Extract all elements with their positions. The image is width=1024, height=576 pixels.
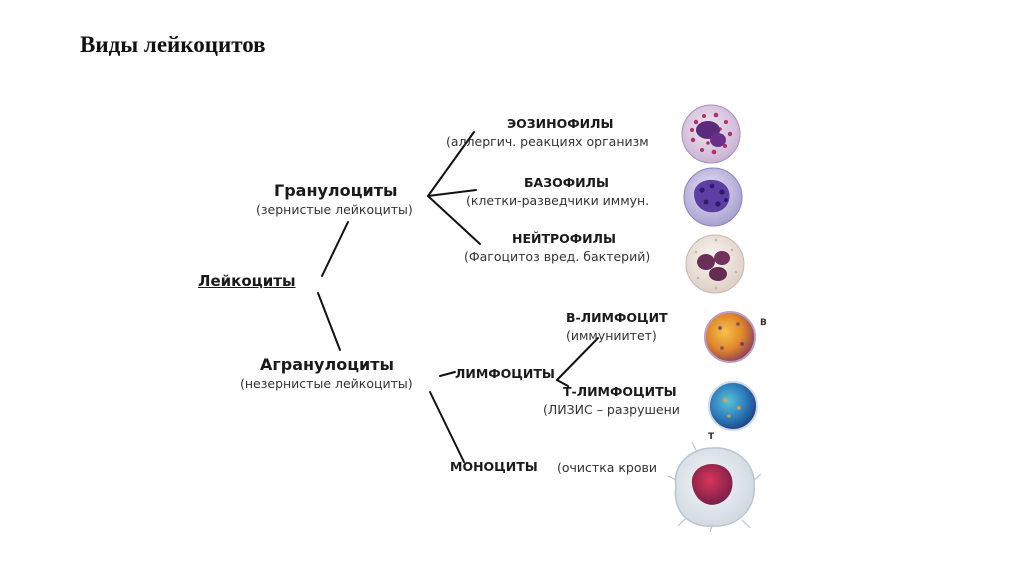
line-root-agranulocytes <box>317 292 341 351</box>
neutrophil-cell-image <box>685 234 745 294</box>
agranulocytes-label: Агранулоциты <box>260 355 394 374</box>
neutrophils-label: НЕЙТРОФИЛЫ <box>512 231 616 246</box>
b-lymphocyte-tag: В <box>760 318 767 328</box>
t-lymphocytes-label: Т-ЛИМФОЦИТЫ <box>563 384 677 399</box>
t-lymphocyte-cell-image <box>708 381 758 431</box>
basophils-label: БАЗОФИЛЫ <box>524 175 609 190</box>
granulocytes-label: Гранулоциты <box>274 181 398 200</box>
line-lymph-b <box>556 337 599 381</box>
granulocytes-note: (зернистые лейкоциты) <box>256 202 413 217</box>
lymphocytes-label: ЛИМФОЦИТЫ <box>455 366 555 381</box>
line-agran-lymphocytes <box>439 371 456 377</box>
root-label: Лейкоциты <box>198 272 296 290</box>
t-lymphocyte-tag: Т <box>708 432 715 442</box>
basophil-cell-image <box>683 167 743 227</box>
monocyte-cell-image <box>667 441 762 532</box>
t-lymphocytes-note: (ЛИЗИС – разрушени <box>543 402 680 417</box>
line-gran-basophils <box>427 189 477 197</box>
line-root-granulocytes <box>321 221 349 277</box>
agranulocytes-note: (незернистые лейкоциты) <box>240 376 413 391</box>
b-lymphocytes-label: В-ЛИМФОЦИТ <box>566 310 668 325</box>
monocytes-label: МОНОЦИТЫ <box>450 459 538 474</box>
page-title: Виды лейкоцитов <box>80 32 266 57</box>
line-gran-neutrophils <box>427 195 481 245</box>
b-lymphocyte-cell-image <box>704 311 756 363</box>
eosinophils-note: (аллергич. реакциях организм <box>446 134 649 149</box>
b-lymphocytes-note: (иммуниитет) <box>566 328 657 343</box>
basophils-note: (клетки-разведчики иммун. <box>466 193 650 208</box>
line-agran-monocytes <box>429 391 465 463</box>
neutrophils-note: (Фагоцитоз вред. бактерий) <box>464 249 651 264</box>
monocytes-note: (очистка крови <box>557 460 657 475</box>
eosinophils-label: ЭОЗИНОФИЛЫ <box>507 116 614 131</box>
line-lymph-t <box>556 379 569 387</box>
line-gran-eosinophils <box>427 131 475 197</box>
eosinophil-cell-image <box>681 104 741 164</box>
